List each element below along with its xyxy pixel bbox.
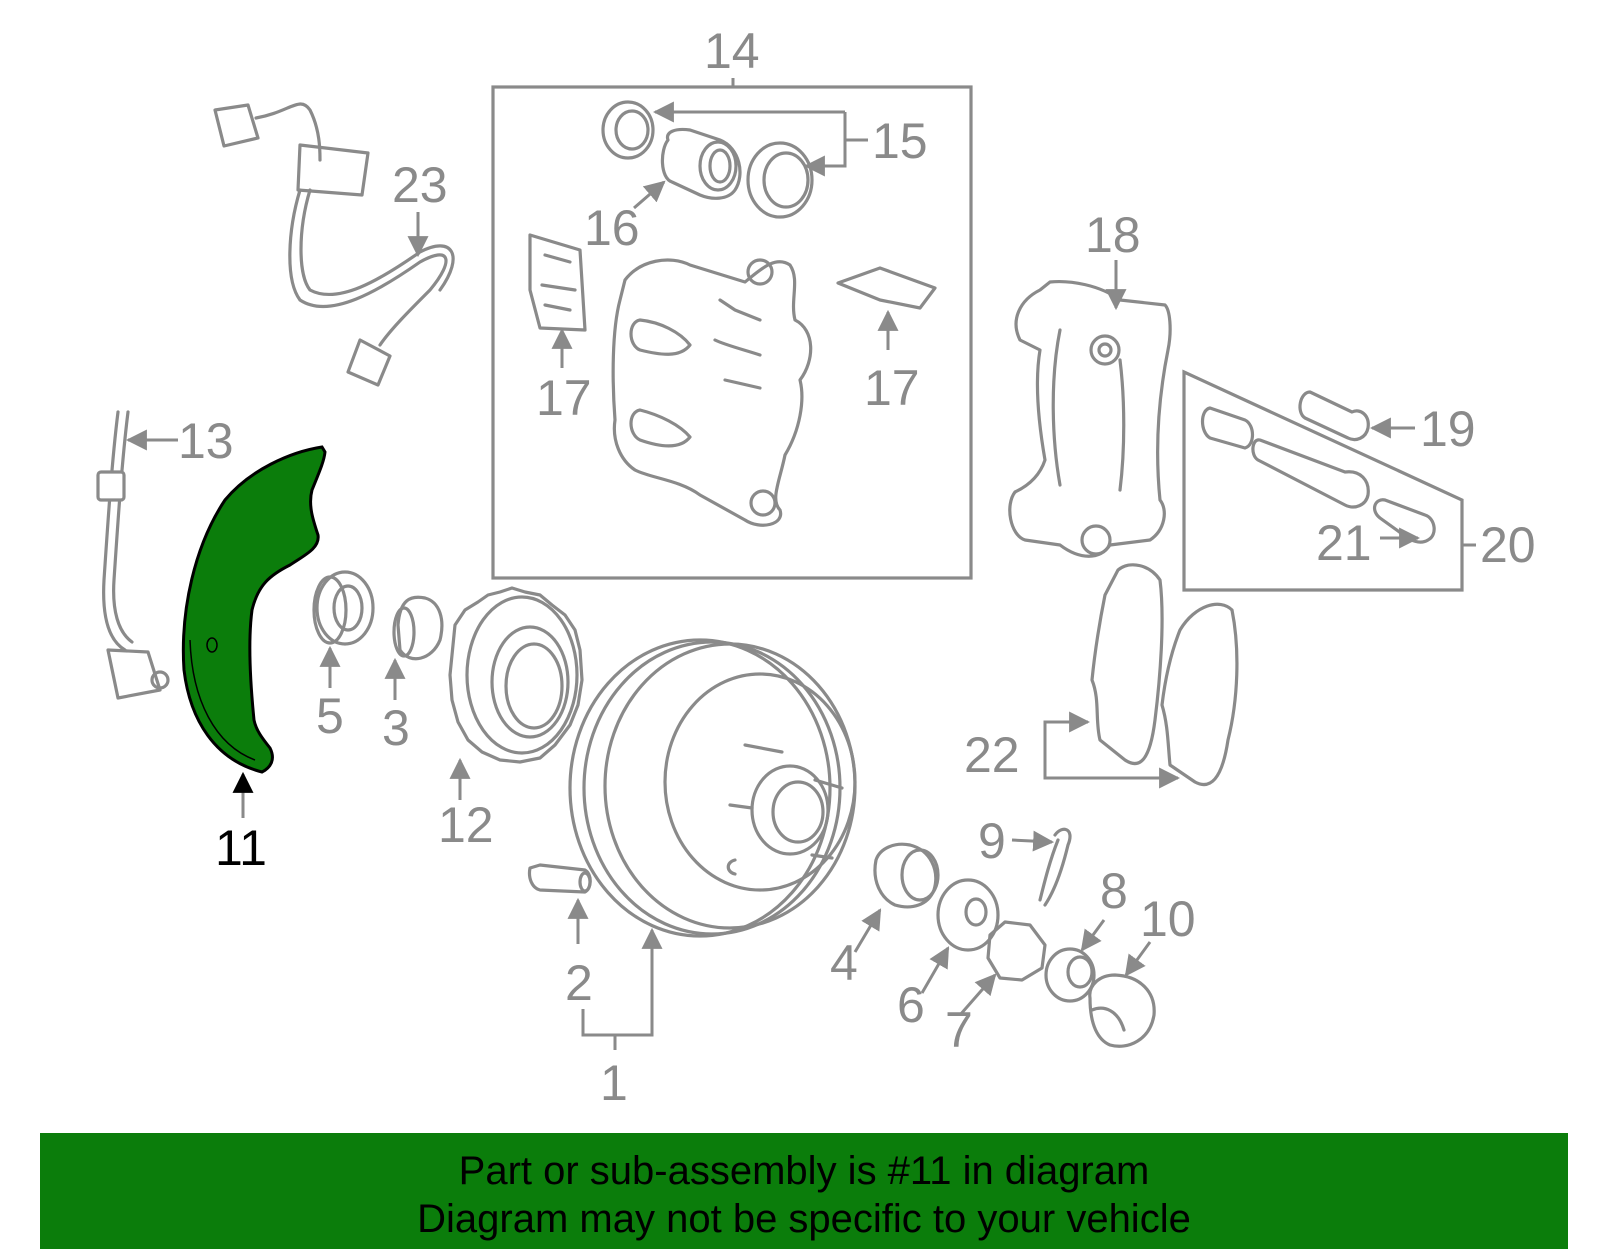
part-21-bolt[interactable] (1372, 498, 1436, 544)
callout-20: 20 (1480, 517, 1536, 573)
callout-4: 4 (830, 935, 858, 991)
callout-16: 16 (584, 200, 640, 256)
part-9-cotter-pin[interactable] (1038, 827, 1072, 907)
part-6-washer[interactable] (936, 878, 1000, 952)
callout-8: 8 (1100, 863, 1128, 919)
part-7-nut-lock[interactable] (986, 920, 1047, 982)
part-12-tone-ring[interactable] (448, 586, 584, 764)
callout-1: 1 (600, 1055, 628, 1111)
callout-17-right: 17 (864, 360, 920, 416)
callout-18: 18 (1085, 207, 1141, 263)
info-banner: Part or sub-assembly is #11 in diagram D… (40, 1133, 1568, 1249)
part-16-piston[interactable] (660, 127, 742, 200)
banner-line-2: Diagram may not be specific to your vehi… (417, 1197, 1191, 1241)
callout-19: 19 (1420, 401, 1476, 457)
slide-kit-frame (1182, 369, 1464, 592)
callout-11: 11 (215, 820, 267, 876)
callout-13: 13 (178, 413, 234, 469)
part-20-slide-kit[interactable] (1200, 406, 1370, 509)
callout-3: 3 (382, 700, 410, 756)
callout-17-left: 17 (536, 370, 592, 426)
part-18-bracket[interactable] (1008, 279, 1172, 558)
callout-10: 10 (1140, 891, 1196, 947)
callout-23: 23 (392, 157, 448, 213)
callout-21: 21 (1316, 515, 1372, 571)
callout-6: 6 (897, 977, 925, 1033)
part-2-stud[interactable] (527, 863, 592, 894)
callout-7: 7 (945, 1002, 973, 1058)
part-13-abs-sensor[interactable] (96, 410, 170, 700)
caliper-body[interactable] (611, 258, 813, 527)
part-22-brake-pads[interactable] (1090, 563, 1239, 787)
part-8-nut[interactable] (1044, 947, 1096, 1003)
callout-12: 12 (438, 797, 494, 853)
part-17-clip-right[interactable] (836, 266, 937, 310)
part-17-clip-left[interactable] (528, 233, 587, 332)
part-19-bolt[interactable] (1298, 390, 1370, 442)
part-3-bearing[interactable] (392, 595, 444, 661)
callout-9: 9 (978, 813, 1006, 869)
callout-22: 22 (964, 727, 1020, 783)
part-10-dust-cap[interactable] (1088, 973, 1156, 1048)
callout-5: 5 (316, 688, 344, 744)
callout-2: 2 (565, 955, 593, 1011)
callout-14: 14 (704, 23, 760, 79)
callout-15: 15 (872, 113, 928, 169)
part-23-brake-hose[interactable] (213, 102, 455, 387)
banner-line-1: Part or sub-assembly is #11 in diagram (458, 1149, 1150, 1193)
part-4-outer-bearing[interactable] (873, 842, 940, 909)
part-5-seal[interactable] (312, 570, 375, 646)
part-11-dust-shield[interactable] (181, 445, 327, 774)
part-1-rotor[interactable] (568, 638, 857, 938)
